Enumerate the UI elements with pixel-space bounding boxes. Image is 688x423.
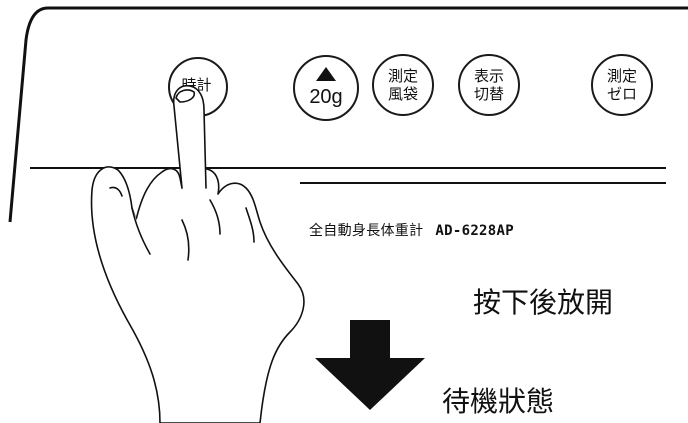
measure-tare-button[interactable]: 測定 風袋 [372, 54, 434, 116]
down-arrow-icon [315, 320, 425, 410]
panel-edge [8, 6, 688, 223]
model-name: 全自動身長体重計 [309, 223, 424, 239]
measure-zero-line1: 測定 [606, 67, 637, 85]
pointing-hand-icon [90, 84, 305, 423]
instruction-standby: 待機狀態 [442, 385, 555, 418]
display-toggle-line2: 切替 [473, 85, 504, 103]
display-toggle-line1: 表示 [473, 67, 504, 85]
instruction-press-release: 按下後放開 [473, 286, 614, 319]
model-label: 全自動身長体重計 AD-6228AP [309, 220, 514, 240]
tare-button-label: 20g [309, 86, 343, 108]
measure-tare-line2: 風袋 [387, 85, 418, 103]
display-toggle-button[interactable]: 表示 切替 [458, 54, 520, 116]
measure-tare-line1: 測定 [387, 67, 418, 85]
measure-zero-line2: ゼロ [606, 85, 637, 103]
triangle-up-icon [316, 67, 336, 81]
tare-20g-button[interactable]: 20g [293, 55, 359, 121]
model-code: AD-6228AP [435, 223, 514, 239]
measure-zero-button[interactable]: 測定 ゼロ [591, 54, 653, 116]
